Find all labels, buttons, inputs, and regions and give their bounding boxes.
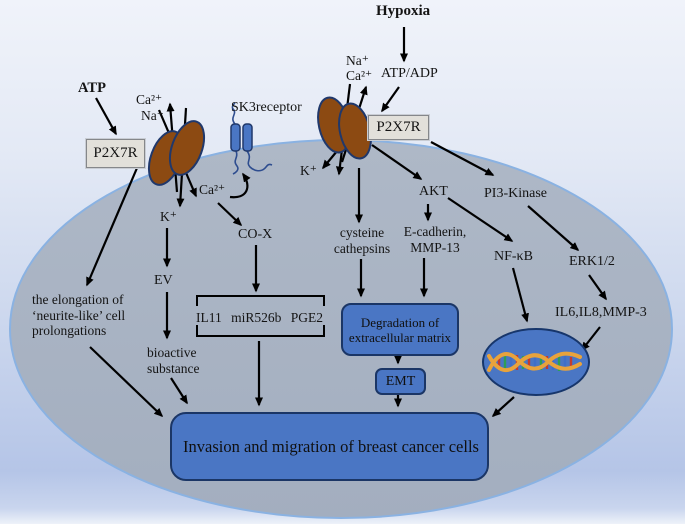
degradation-box: Degradation of extracellular matrix [341, 303, 459, 356]
na-out-left-label: Na⁺ [141, 108, 164, 123]
k-left-label: K⁺ [160, 209, 177, 224]
arrow-ca-to-cox [217, 202, 243, 227]
emt-box: EMT [375, 368, 426, 395]
pge2-label: PGE2 [290, 310, 323, 325]
ecadherin-mmp13-label: E-cadherin, MMP-13 [403, 224, 467, 255]
p2x7r-channel-left-icon [147, 120, 206, 186]
atp-label: ATP [78, 80, 106, 96]
bracket-items: IL11 miR526b PGE2 [196, 310, 323, 326]
arrow-elongation-to-invasion [89, 346, 164, 418]
p2x7r-channel-right-icon [317, 96, 372, 160]
cox-label: CO-X [238, 227, 273, 242]
arrow-to-akt [371, 144, 423, 180]
arrow-erk-to-il6 [588, 274, 607, 301]
hypoxia-label: Hypoxia [376, 3, 431, 19]
sk3-receptor-label: SK3receptor [231, 100, 302, 115]
il6-il8-mmp3-label: IL6,IL8,MMP-3 [555, 305, 647, 320]
p2x7r-right-box: P2X7R [368, 115, 429, 140]
sk3-receptor-icon [230, 102, 273, 175]
invasion-box: Invasion and migration of breast cancer … [170, 412, 489, 481]
il11-label: IL11 [196, 310, 222, 325]
arrow-atpadp-to-p2x7r [381, 86, 400, 113]
dna-nucleus-icon [482, 328, 590, 396]
ev-label: EV [154, 273, 173, 288]
na-out-right-label: Na⁺ [346, 53, 369, 68]
arrow-to-pi3kinase [430, 141, 495, 176]
arrow-ca-to-sk3-curved [229, 172, 251, 199]
atp-adp-label: ATP/ADP [381, 66, 438, 81]
arrow-dna-to-invasion [491, 396, 515, 418]
elongation-label: the elongation of ‘neurite-like’ cell pr… [32, 292, 126, 338]
arrow-atp-to-p2x7r [95, 97, 117, 136]
arrow-il6-to-dna [581, 326, 601, 352]
k-right-label: K⁺ [300, 163, 317, 178]
p2x7r-left-box: P2X7R [86, 139, 145, 168]
arrow-akt-to-nfkb [447, 197, 514, 242]
ca-out-left-label: Ca²⁺ [136, 92, 163, 107]
arrow-nfkb-to-dna [511, 267, 529, 323]
ca-out-right-label: Ca²⁺ [346, 68, 373, 83]
bracket-icon [196, 295, 325, 337]
erk-label: ERK1/2 [569, 254, 615, 269]
arrow-pi3-to-erk [527, 205, 580, 251]
ca-in-label: Ca²⁺ [199, 182, 226, 197]
mir526b-label: miR526b [231, 310, 282, 325]
pi3-kinase-label: PI3-Kinase [484, 186, 547, 201]
bioactive-substance-label: bioactive substance [147, 345, 200, 376]
cysteine-cathepsins-label: cysteine cathepsins [333, 225, 391, 256]
akt-label: AKT [419, 184, 448, 199]
arrow-membrane-to-elongation [85, 167, 139, 287]
nfkb-label: NF-κB [494, 249, 533, 264]
arrow-bioactive-to-invasion [170, 377, 188, 405]
